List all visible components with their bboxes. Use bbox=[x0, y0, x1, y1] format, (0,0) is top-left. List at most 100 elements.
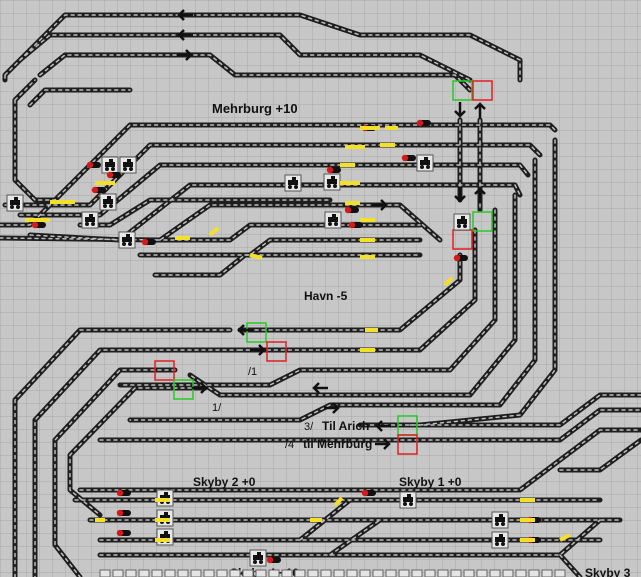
station-label-skyby3: Skyby 3 bbox=[585, 566, 631, 577]
track-segment bbox=[559, 554, 581, 577]
locomotive-icon[interactable] bbox=[399, 491, 417, 509]
direction-arrow-icon[interactable] bbox=[454, 187, 466, 203]
track-segment bbox=[154, 254, 421, 276]
direction-arrow-icon[interactable] bbox=[177, 49, 193, 61]
locomotive-icon[interactable] bbox=[416, 154, 434, 172]
platform-box bbox=[294, 569, 306, 577]
direction-arrow-icon[interactable] bbox=[312, 382, 328, 394]
track-segment bbox=[54, 369, 176, 577]
platform-box bbox=[242, 569, 254, 577]
route-end-box[interactable] bbox=[266, 341, 287, 362]
route-end-box[interactable] bbox=[397, 434, 418, 455]
locomotive-icon[interactable] bbox=[491, 531, 509, 549]
route-end-box[interactable] bbox=[472, 80, 493, 101]
track-segment bbox=[559, 439, 641, 471]
track-segment bbox=[17, 162, 531, 218]
track-segment bbox=[4, 144, 541, 206]
occupied-segments bbox=[25, 126, 571, 542]
track-segment bbox=[19, 34, 471, 81]
direction-arrow-icon[interactable] bbox=[474, 187, 486, 203]
platform-box bbox=[515, 569, 527, 577]
direction-arrow-icon[interactable] bbox=[192, 382, 208, 394]
track-segment bbox=[14, 79, 56, 201]
station-label-mehrburg: Mehrburg +10 bbox=[212, 101, 298, 116]
signal-icon[interactable] bbox=[344, 206, 359, 214]
signal-icon[interactable] bbox=[86, 161, 101, 169]
signal-icon[interactable] bbox=[116, 489, 131, 497]
route-start-box[interactable] bbox=[472, 211, 493, 232]
locomotive-icon[interactable] bbox=[118, 231, 136, 249]
signal-icon[interactable] bbox=[106, 171, 121, 179]
track-segment bbox=[139, 239, 421, 256]
platform-box bbox=[281, 569, 293, 577]
signal-icon[interactable] bbox=[116, 529, 131, 537]
platform-box bbox=[437, 569, 449, 577]
route-end-box[interactable] bbox=[154, 360, 175, 381]
locomotive-icon[interactable] bbox=[323, 173, 341, 191]
signal-icon[interactable] bbox=[141, 238, 156, 246]
signal-icon[interactable] bbox=[266, 556, 281, 564]
direction-arrow-icon[interactable] bbox=[177, 9, 193, 21]
locomotive-icon[interactable] bbox=[156, 528, 174, 546]
locomotive-icon[interactable] bbox=[284, 174, 302, 192]
route-label-2: 1/ bbox=[212, 402, 222, 414]
direction-arrow-icon[interactable] bbox=[237, 324, 253, 336]
signal-icon[interactable] bbox=[361, 489, 376, 497]
route-start-box[interactable] bbox=[452, 80, 473, 101]
locomotive-icon[interactable] bbox=[6, 194, 24, 212]
platform-box bbox=[411, 569, 423, 577]
direction-arrow-icon[interactable] bbox=[375, 420, 391, 432]
signal-icon[interactable] bbox=[91, 186, 106, 194]
signal-icon[interactable] bbox=[326, 166, 341, 174]
signal-icon[interactable] bbox=[453, 254, 468, 262]
platform-box bbox=[502, 569, 514, 577]
platform-box bbox=[528, 569, 540, 577]
route-label-til-mehrburg: til Mehrburg bbox=[303, 437, 372, 451]
platform-boxes bbox=[99, 569, 566, 577]
track-segment bbox=[0, 124, 556, 226]
direction-arrow-icon[interactable] bbox=[177, 29, 193, 41]
direction-arrow-icon[interactable] bbox=[474, 102, 486, 118]
direction-arrow-icon[interactable] bbox=[454, 102, 466, 118]
route-start-box[interactable] bbox=[246, 322, 267, 343]
platform-box bbox=[346, 569, 358, 577]
direction-arrow-icon[interactable] bbox=[372, 199, 388, 211]
locomotive-icon[interactable] bbox=[453, 213, 471, 231]
platform-box bbox=[203, 569, 215, 577]
locomotive-icon[interactable] bbox=[491, 511, 509, 529]
direction-arrow-icon[interactable] bbox=[375, 438, 391, 450]
track-segment bbox=[69, 387, 206, 516]
direction-arrows bbox=[177, 9, 486, 450]
route-start-box[interactable] bbox=[173, 379, 194, 400]
signal-icon[interactable] bbox=[416, 119, 431, 127]
track-segment bbox=[119, 209, 496, 386]
signal-icon[interactable] bbox=[31, 221, 46, 229]
platform-box bbox=[216, 569, 228, 577]
direction-arrow-icon[interactable] bbox=[250, 344, 266, 356]
signal-icon[interactable] bbox=[401, 154, 416, 162]
track-segment bbox=[97, 407, 641, 443]
track-segment bbox=[299, 499, 351, 541]
platform-box bbox=[99, 569, 111, 577]
occupied-track-segment bbox=[443, 276, 454, 287]
signal-icon[interactable] bbox=[348, 221, 363, 229]
track-segment bbox=[409, 394, 641, 426]
platform-box bbox=[268, 569, 280, 577]
platform-box bbox=[333, 569, 345, 577]
locomotive-icon[interactable] bbox=[324, 211, 342, 229]
locomotive-icon[interactable] bbox=[249, 549, 267, 567]
platform-box bbox=[255, 569, 267, 577]
platform-box bbox=[541, 569, 553, 577]
platform-box bbox=[125, 569, 137, 577]
locomotive-icon[interactable] bbox=[81, 211, 99, 229]
locomotive-icon[interactable] bbox=[101, 156, 119, 174]
direction-arrow-icon[interactable] bbox=[324, 402, 340, 414]
track-segment bbox=[37, 52, 473, 93]
locomotive-icon[interactable] bbox=[119, 156, 137, 174]
occupied-track-segment bbox=[559, 533, 571, 542]
track-segment bbox=[29, 89, 131, 106]
signal-icon[interactable] bbox=[116, 509, 131, 517]
platform-box bbox=[385, 569, 397, 577]
locomotive-icon[interactable] bbox=[99, 193, 117, 211]
